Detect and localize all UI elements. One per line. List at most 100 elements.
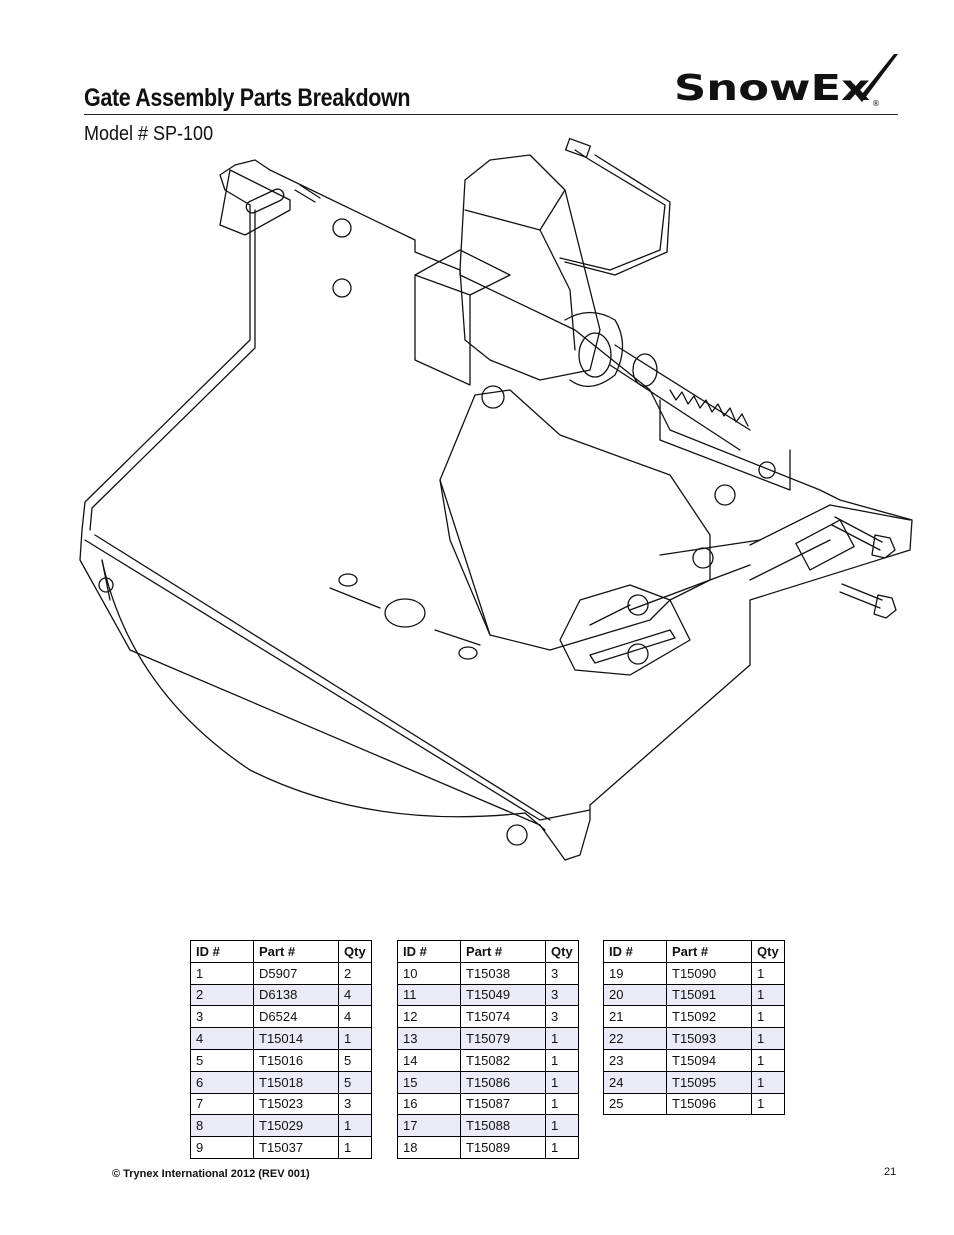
id-cell: 14 — [397, 1048, 461, 1072]
plate-centerline — [329, 587, 481, 646]
motor-cap — [564, 311, 624, 387]
part-cell: D5907 — [253, 961, 339, 985]
id-cell: 25 — [603, 1092, 667, 1116]
gate-assembly-drawing — [79, 137, 913, 861]
part-cell: T15093 — [666, 1027, 752, 1050]
part-cell: T15086 — [460, 1070, 546, 1094]
qty-cell: 1 — [751, 983, 785, 1007]
id-cell: 4 — [190, 1027, 254, 1050]
id-cell: 23 — [603, 1048, 667, 1072]
gate-blade-fold — [439, 479, 491, 636]
part-cell: T15014 — [253, 1027, 339, 1050]
gate-skirt-lower — [101, 559, 546, 831]
qty-cell: 3 — [545, 983, 579, 1007]
gate-skirt — [101, 559, 526, 818]
part-cell: T15029 — [253, 1114, 339, 1138]
id-cell: 9 — [190, 1136, 254, 1159]
slot — [245, 188, 285, 214]
qty-cell: 1 — [545, 1136, 579, 1159]
qty-cell: 1 — [545, 1048, 579, 1072]
plate-hole-large — [384, 598, 426, 628]
right-arm — [749, 504, 911, 581]
id-cell: 24 — [603, 1070, 667, 1094]
linkage-nut-1 — [627, 594, 649, 616]
part-cell: T15091 — [666, 983, 752, 1007]
qty-cell: 4 — [338, 983, 372, 1007]
part-cell: D6138 — [253, 983, 339, 1007]
svg-text:®: ® — [872, 99, 880, 108]
copyright-footer: © Trynex International 2012 (REV 001) — [112, 1168, 310, 1180]
part-cell: T15016 — [253, 1048, 339, 1072]
logo-checkmark-icon — [850, 54, 898, 102]
part-cell: T15092 — [666, 1005, 752, 1029]
id-cell: 1 — [190, 961, 254, 985]
part-cell: T15038 — [460, 961, 546, 985]
tab-nut-2 — [332, 278, 352, 298]
id-cell: 16 — [397, 1092, 461, 1116]
qty-cell: 3 — [338, 1092, 372, 1116]
id-cell: 15 — [397, 1070, 461, 1094]
tab-bolt — [294, 184, 321, 203]
part-cell: T15090 — [666, 961, 752, 985]
id-cell: 17 — [397, 1114, 461, 1138]
qty-cell: 1 — [545, 1114, 579, 1138]
right-bolt-1 — [831, 516, 883, 551]
qty-cell: 1 — [545, 1092, 579, 1116]
id-cell: 22 — [603, 1027, 667, 1050]
part-cell: T15096 — [666, 1092, 752, 1116]
qty-cell: 5 — [338, 1070, 372, 1094]
blade-nut — [481, 385, 505, 409]
wire-connector — [564, 137, 592, 159]
base-plate — [79, 159, 913, 861]
part-cell: T15049 — [460, 983, 546, 1007]
col-id: ID # — [603, 940, 667, 963]
part-cell: T15018 — [253, 1070, 339, 1094]
slot-tab — [219, 169, 291, 236]
snowex-logo: SnowEx ® — [674, 54, 898, 108]
linkage-nut-2 — [627, 643, 649, 665]
arm-block — [795, 519, 855, 571]
spring — [669, 389, 749, 427]
shaft — [609, 344, 751, 451]
qty-cell: 1 — [751, 1027, 785, 1050]
tab-nut-1 — [332, 218, 352, 238]
qty-cell: 1 — [751, 1092, 785, 1116]
plate-hole-small-1 — [338, 573, 358, 587]
linkage-nut-4 — [714, 484, 736, 506]
page-title: Gate Assembly Parts Breakdown — [84, 84, 411, 112]
page-number: 21 — [884, 1166, 897, 1178]
qty-cell: 1 — [751, 1048, 785, 1072]
qty-cell: 4 — [338, 1005, 372, 1029]
part-cell: T15088 — [460, 1114, 546, 1138]
col-id: ID # — [397, 940, 461, 963]
part-cell: T15087 — [460, 1092, 546, 1116]
part-cell: T15094 — [666, 1048, 752, 1072]
col-part: Part # — [460, 940, 546, 963]
id-cell: 11 — [397, 983, 461, 1007]
id-cell: 8 — [190, 1114, 254, 1138]
right-bolt-2 — [839, 583, 883, 609]
model-number: Model # SP-100 — [84, 123, 214, 145]
shaft-coupler — [578, 332, 612, 378]
qty-cell: 1 — [545, 1027, 579, 1050]
left-edge-bolt — [98, 577, 114, 593]
